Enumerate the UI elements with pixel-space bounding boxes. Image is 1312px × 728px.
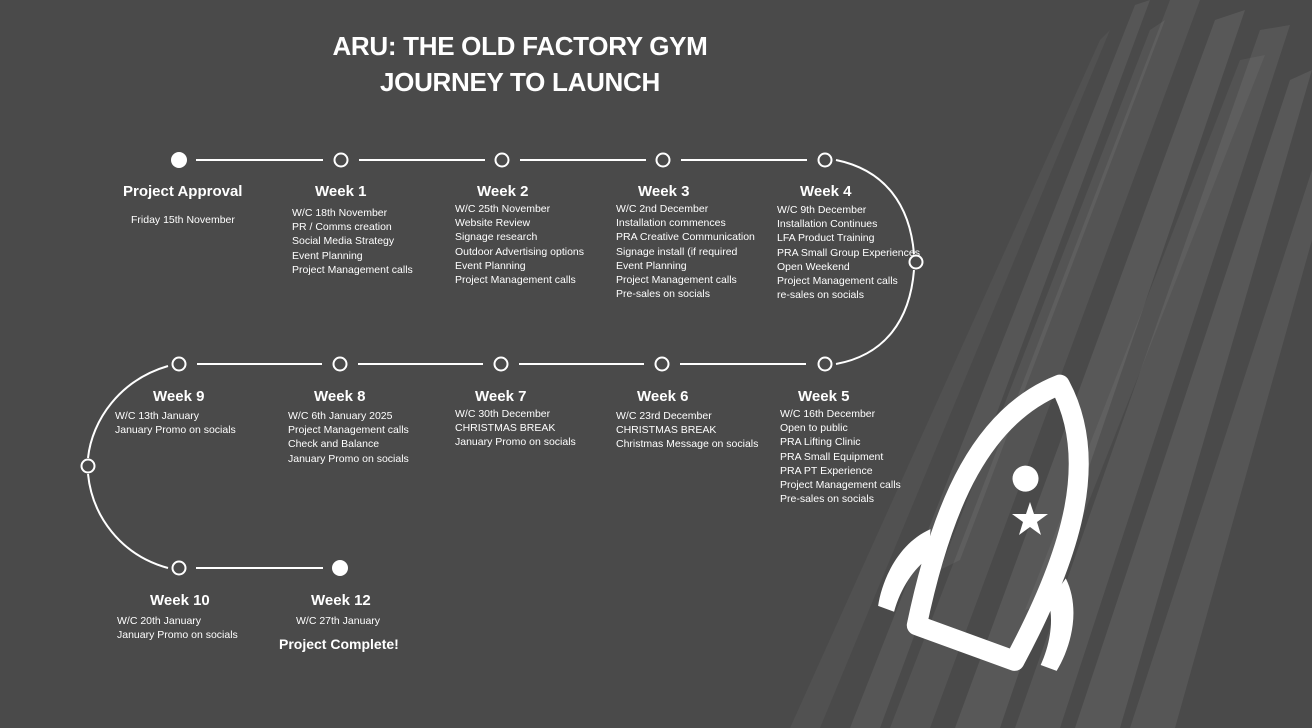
node-week-6: [654, 356, 670, 372]
milestone-item: Outdoor Advertising options: [455, 245, 584, 258]
node-week-10: [171, 560, 187, 576]
milestone-details: W/C 25th November Website Review Signage…: [455, 202, 584, 287]
milestone-item: Open Weekend: [777, 260, 850, 273]
speed-streaks: [790, 0, 1312, 728]
node-week-3: [655, 152, 671, 168]
milestone-item: Open to public: [780, 422, 848, 435]
milestone-heading: Project Approval: [123, 183, 243, 200]
star-icon: [1012, 502, 1048, 535]
milestone-item: W/C 25th November: [455, 203, 551, 215]
milestone-item: Project Management calls: [780, 479, 901, 492]
node-week-9: [171, 356, 187, 372]
milestone-item: PRA Creative Communication: [616, 231, 755, 244]
milestone-item: Event Planning: [455, 259, 526, 272]
milestone-item: Christmas Message on socials: [616, 438, 759, 451]
milestone-item: W/C 6th January 2025: [288, 410, 393, 422]
milestone-item: Project Management calls: [616, 274, 737, 287]
node-week-7: [493, 356, 509, 372]
page-title-line-1: ARU: THE OLD FACTORY GYM: [332, 31, 708, 61]
rocket-icon: [878, 374, 1089, 671]
milestone-item: January Promo on socials: [115, 424, 236, 437]
milestone-heading: Week 3: [638, 183, 690, 200]
milestone-item: W/C 30th December: [455, 408, 551, 420]
milestone-details: W/C 20th January January Promo on social…: [117, 614, 238, 642]
milestone-details: W/C 2nd December Installation commences …: [616, 202, 755, 301]
node-week-8: [332, 356, 348, 372]
milestone-heading: Week 9: [153, 388, 205, 405]
milestone-item: Pre-sales on socials: [616, 288, 710, 301]
milestone-item: PRA PT Experience: [780, 464, 873, 477]
milestone-item: CHRISTMAS BREAK: [616, 424, 717, 437]
milestone-item: Check and Balance: [288, 438, 380, 451]
project-complete-label: Project Complete!: [279, 636, 399, 652]
milestone-details: W/C 6th January 2025 Project Management …: [288, 409, 409, 466]
milestone-item: PRA Small Equipment: [780, 450, 884, 463]
node-week-2: [494, 152, 510, 168]
milestone-item: Project Management calls: [455, 274, 576, 287]
milestone-item: re-sales on socials: [777, 289, 864, 302]
timeline-nodes: [80, 152, 924, 576]
milestone-heading: Week 8: [314, 388, 366, 405]
milestone-item: January Promo on socials: [288, 452, 409, 465]
milestone-heading: Week 1: [315, 183, 367, 200]
timeline-path: [87, 159, 915, 569]
milestone-item: W/C 18th November: [292, 207, 388, 219]
milestone-item: Event Planning: [292, 249, 363, 262]
milestone-item: Social Media Strategy: [292, 235, 395, 248]
node-project-approval: [171, 152, 187, 168]
milestone-item: Friday 15th November: [131, 214, 235, 226]
milestone-details: W/C 13th January January Promo on social…: [115, 409, 236, 437]
milestone-details: W/C 23rd December CHRISTMAS BREAK Christ…: [616, 409, 758, 452]
node-week-1: [333, 152, 349, 168]
milestone-item: Event Planning: [616, 259, 687, 272]
milestone-details: W/C 30th December CHRISTMAS BREAK Januar…: [455, 407, 576, 450]
milestone-item: Pre-sales on socials: [780, 493, 874, 506]
node-week-4: [817, 152, 833, 168]
milestone-item: Project Management calls: [292, 263, 413, 276]
milestone-item: Project Management calls: [777, 275, 898, 288]
milestone-item: CHRISTMAS BREAK: [455, 422, 556, 435]
milestone-item: January Promo on socials: [455, 436, 576, 449]
milestone-item: Signage install (if required: [616, 245, 738, 258]
node-week-12: [332, 560, 348, 576]
milestone-item: Installation Continues: [777, 218, 878, 231]
milestone-item: Website Review: [455, 217, 531, 230]
milestone-heading: Week 6: [637, 388, 689, 405]
milestone-item: Signage research: [455, 231, 538, 244]
milestone-details: W/C 27th January: [296, 614, 380, 628]
milestone-item: PRA Small Group Experiences: [777, 246, 920, 259]
milestone-item: W/C 2nd December: [616, 203, 709, 215]
milestone-item: LFA Product Training: [777, 232, 875, 245]
page-title-line-2: JOURNEY TO LAUNCH: [380, 67, 660, 97]
node-week-5: [817, 356, 833, 372]
milestone-details: W/C 18th November PR / Comms creation So…: [292, 206, 413, 277]
milestone-details: Friday 15th November: [131, 213, 235, 227]
milestone-item: W/C 20th January: [117, 615, 202, 627]
milestone-heading: Week 10: [150, 592, 210, 609]
milestone-heading: Week 5: [798, 388, 850, 405]
milestone-item: January Promo on socials: [117, 629, 238, 642]
milestone-details: W/C 9th December Installation Continues …: [777, 203, 920, 302]
milestone-heading: Week 4: [800, 183, 852, 200]
milestone-item: W/C 16th December: [780, 408, 876, 420]
milestone-item: W/C 23rd December: [616, 410, 712, 422]
milestone-heading: Week 12: [311, 592, 371, 609]
milestone-item: W/C 13th January: [115, 410, 200, 422]
milestone-item: PR / Comms creation: [292, 221, 392, 234]
milestone-item: W/C 27th January: [296, 615, 381, 627]
milestone-item: Project Management calls: [288, 424, 409, 437]
milestone-item: W/C 9th December: [777, 204, 867, 216]
node-right-curve: [908, 254, 924, 270]
milestone-item: Installation commences: [616, 217, 726, 230]
milestone-item: PRA Lifting Clinic: [780, 436, 861, 449]
node-left-curve: [80, 458, 96, 474]
milestone-heading: Week 2: [477, 183, 529, 200]
milestone-details: W/C 16th December Open to public PRA Lif…: [780, 407, 901, 506]
milestone-heading: Week 7: [475, 388, 527, 405]
